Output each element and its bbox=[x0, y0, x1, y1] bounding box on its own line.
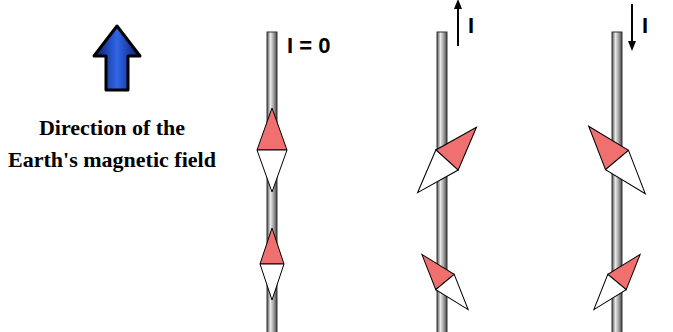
caption-text: Direction of the Earth's magnetic field bbox=[2, 112, 222, 176]
current-label: I bbox=[468, 14, 474, 38]
compass-needle bbox=[406, 117, 487, 202]
compass-needle bbox=[257, 108, 287, 192]
field-arrow bbox=[94, 26, 140, 90]
compass-needle bbox=[260, 228, 284, 300]
compass-needle bbox=[413, 247, 478, 318]
compass-needle bbox=[585, 247, 650, 318]
current-label: I bbox=[642, 14, 648, 38]
current-arrow bbox=[631, 4, 633, 46]
current-label: I = 0 bbox=[287, 34, 330, 58]
compass-needle bbox=[577, 117, 657, 204]
current-arrow bbox=[457, 4, 459, 46]
